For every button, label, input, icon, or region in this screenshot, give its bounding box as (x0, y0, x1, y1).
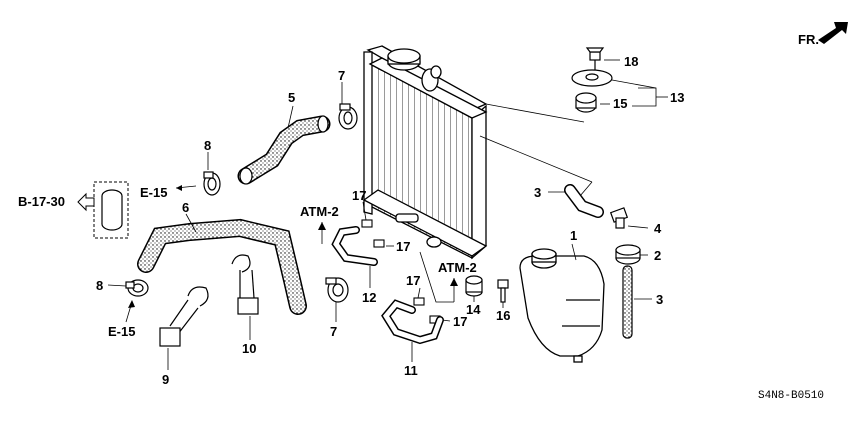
hose-clamp (338, 103, 358, 130)
clamp-detail (101, 189, 123, 231)
callout-17-c: 17 (406, 273, 420, 288)
callout-15: 15 (613, 96, 627, 111)
radiator-lower-outlet (395, 213, 442, 248)
leader-line (479, 135, 593, 183)
reserve-tank-joint (609, 207, 629, 229)
ref-e15-lower: E-15 (108, 324, 135, 339)
reserve-tank (519, 248, 605, 363)
hose-holder (159, 286, 209, 347)
hose-clamp (325, 277, 349, 303)
callout-14: 14 (466, 302, 481, 317)
callout-8-lower: 8 (96, 278, 103, 293)
callout-13: 13 (670, 90, 684, 105)
front-direction-arrow (818, 22, 848, 44)
flange-bolt (497, 279, 509, 303)
callout-8-upper: 8 (204, 138, 211, 153)
callout-18: 18 (624, 54, 638, 69)
leader-line (485, 103, 585, 123)
ref-b1730: B-17-30 (18, 194, 65, 209)
radiator-mount-bracket (571, 47, 613, 113)
callout-12: 12 (362, 290, 376, 305)
callout-3-upper: 3 (534, 185, 541, 200)
callout-7-lower: 7 (330, 324, 337, 339)
ref-e15-upper: E-15 (140, 185, 167, 200)
ref-atm2-left: ATM-2 (300, 204, 339, 219)
callout-1: 1 (570, 228, 577, 243)
callout-2: 2 (654, 248, 661, 263)
radiator (362, 45, 488, 260)
callout-3-lower: 3 (656, 292, 663, 307)
callout-7-upper: 7 (338, 68, 345, 83)
reserve-tank-tube (622, 265, 633, 339)
hose-clamp (203, 171, 221, 196)
callout-6: 6 (182, 200, 189, 215)
callout-10: 10 (242, 341, 256, 356)
radiator-upper-outlet (421, 65, 442, 92)
diagram-code: S4N8-B0510 (758, 390, 824, 402)
hose-clamp (125, 279, 149, 297)
callout-17-b: 17 (396, 239, 410, 254)
reserve-tank-cap (615, 244, 641, 265)
callout-17-d: 17 (453, 314, 467, 329)
callout-5: 5 (288, 90, 295, 105)
radiator-cap (387, 48, 421, 71)
hose-holder (231, 254, 259, 315)
callout-9: 9 (162, 372, 169, 387)
hose-clip (361, 219, 441, 324)
callout-11: 11 (404, 363, 418, 378)
callout-4: 4 (654, 221, 662, 236)
callout-labels: 18 13 15 7 5 8 6 3 4 1 2 3 17 17 17 17 1… (96, 54, 684, 387)
callout-16: 16 (496, 308, 510, 323)
leader-line (579, 181, 593, 197)
radiator-cushion (465, 275, 483, 297)
callout-17-a: 17 (352, 188, 366, 203)
direction-label: FR. (798, 32, 819, 47)
ref-atm2-right: ATM-2 (438, 260, 477, 275)
